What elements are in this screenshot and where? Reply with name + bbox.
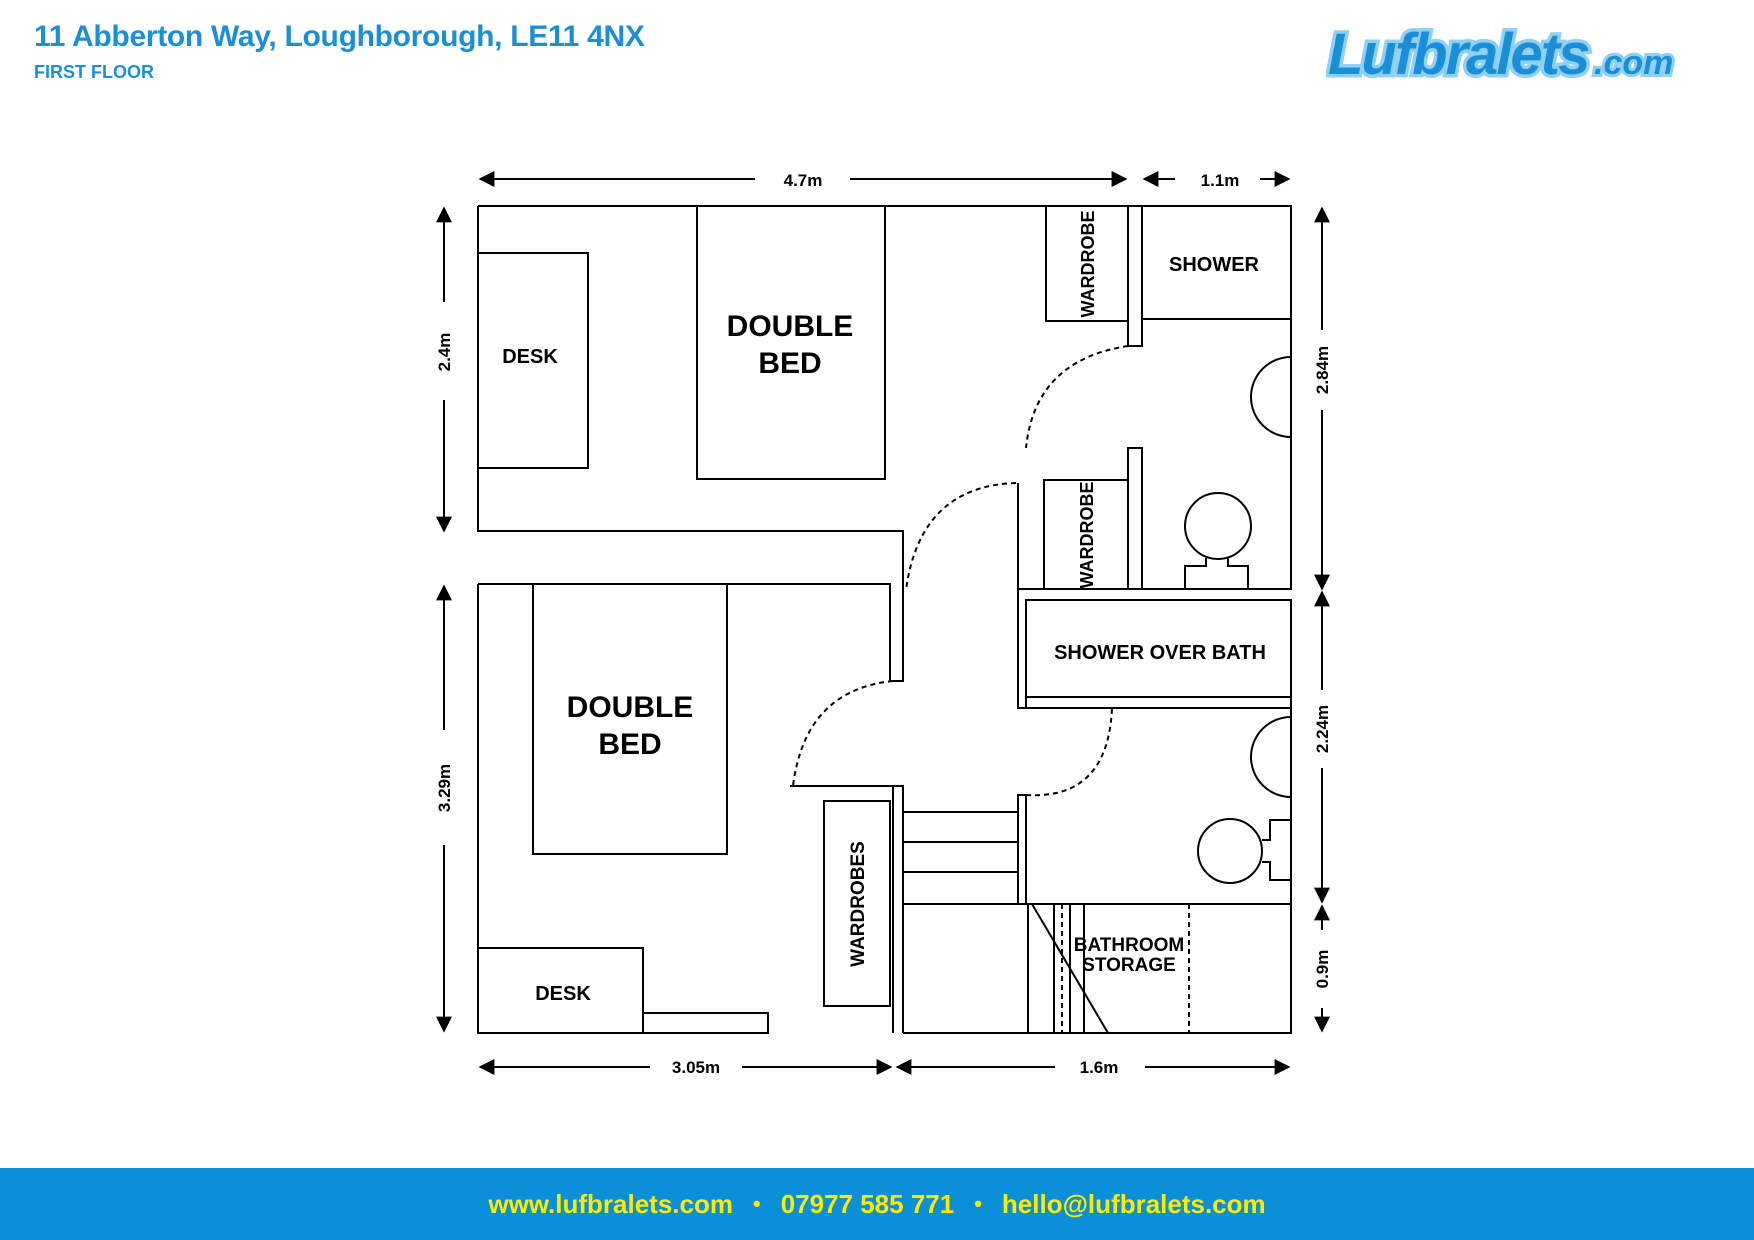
shower-over-bath-label: SHOWER OVER BATH	[1054, 642, 1266, 664]
bath	[1025, 599, 1292, 698]
bathroom-storage-label-1: BATHROOM	[1074, 935, 1184, 956]
wardrobe-mid-label: WARDROBE	[1077, 482, 1097, 589]
wardrobes	[823, 800, 891, 1007]
desk-top	[477, 252, 589, 469]
wardrobe-top	[1045, 205, 1129, 322]
wardrobes-label: WARDROBES	[848, 841, 869, 967]
footer-separator: •	[752, 1191, 761, 1216]
double-bed-bottom	[532, 583, 728, 855]
double-bed-top-label-2: BED	[758, 347, 821, 380]
footer-email-link[interactable]: hello@lufbralets.com	[1001, 1188, 1266, 1219]
desk-top-label: DESK	[502, 346, 558, 368]
dim-right-top-height: 2.84m	[1313, 346, 1332, 394]
wardrobe-top-label: WARDROBE	[1078, 211, 1098, 318]
basin-mid	[1250, 716, 1292, 798]
property-address: 11 Abberton Way, Loughborough, LE11 4NX	[34, 20, 645, 53]
furniture	[477, 205, 1292, 1034]
footer: www.lufbralets.com • 07977 585 771 • hel…	[0, 1168, 1754, 1240]
wardrobe-mid	[1043, 479, 1129, 590]
double-bed-top-label-1: DOUBLE	[727, 310, 854, 343]
double-bed-top	[696, 205, 886, 480]
toilet-top	[1184, 492, 1252, 590]
toilet-mid	[1197, 818, 1292, 884]
door-swings	[792, 345, 1190, 1033]
lufbralets-logo: Lufbralets .com	[1326, 20, 1676, 90]
shower-label: SHOWER	[1169, 254, 1260, 276]
dim-bottom-left-width: 3.05m	[672, 1058, 720, 1077]
dim-top-width: 4.7m	[784, 171, 823, 190]
dimension-lines	[436, 171, 1330, 1075]
desk-bottom	[477, 947, 644, 1034]
double-bed-bottom-label-2: BED	[598, 728, 661, 761]
dim-left-bottom-height: 3.29m	[435, 764, 454, 812]
desk-bottom-label: DESK	[535, 983, 591, 1005]
footer-separator: •	[974, 1191, 982, 1216]
dim-bottom-right-width: 1.6m	[1080, 1058, 1119, 1077]
basin-top	[1250, 356, 1292, 438]
dim-left-top-height: 2.4m	[435, 333, 454, 372]
dim-right-bottom-height: 0.9m	[1313, 950, 1332, 989]
footer-phone[interactable]: 07977 585 771	[780, 1188, 955, 1219]
floor-label: FIRST FLOOR	[34, 62, 154, 82]
bathroom-storage-label-2: STORAGE	[1082, 955, 1176, 976]
dim-top-right-width: 1.1m	[1201, 171, 1240, 190]
double-bed-bottom-label-1: DOUBLE	[567, 691, 694, 724]
logo-text: Lufbralets	[1328, 22, 1589, 87]
header: 11 Abberton Way, Loughborough, LE11 4NX …	[34, 20, 645, 83]
walls	[477, 205, 1292, 1034]
dim-right-mid-height: 2.24m	[1313, 705, 1332, 753]
footer-website-link[interactable]: www.lufbralets.com	[488, 1188, 733, 1219]
logo-suffix: .com	[1594, 44, 1673, 82]
